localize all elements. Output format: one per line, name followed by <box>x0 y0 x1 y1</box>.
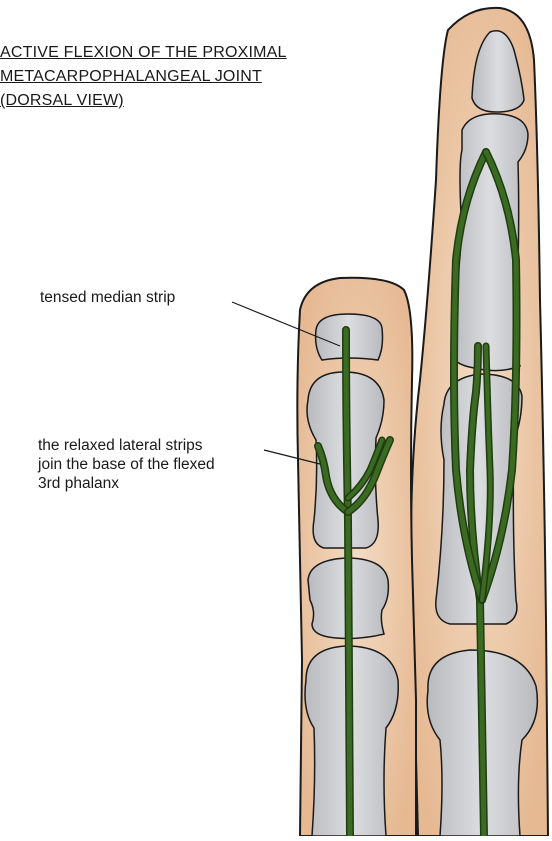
lateral-strips-label-line-2: join the base of the flexed <box>38 455 215 474</box>
lateral-strips-label-line-1: the relaxed lateral strips <box>38 436 203 455</box>
diagram-title-line-1: ACTIVE FLEXION OF THE PROXIMAL <box>0 44 287 62</box>
diagram-title-line-3: (DORSAL VIEW) <box>0 92 124 110</box>
diagram-title-line-2: METACARPOPHALANGEAL JOINT <box>0 68 262 86</box>
median-strip-label: tensed median strip <box>40 288 175 307</box>
lateral-strips-label-line-3: 3rd phalanx <box>38 474 119 493</box>
